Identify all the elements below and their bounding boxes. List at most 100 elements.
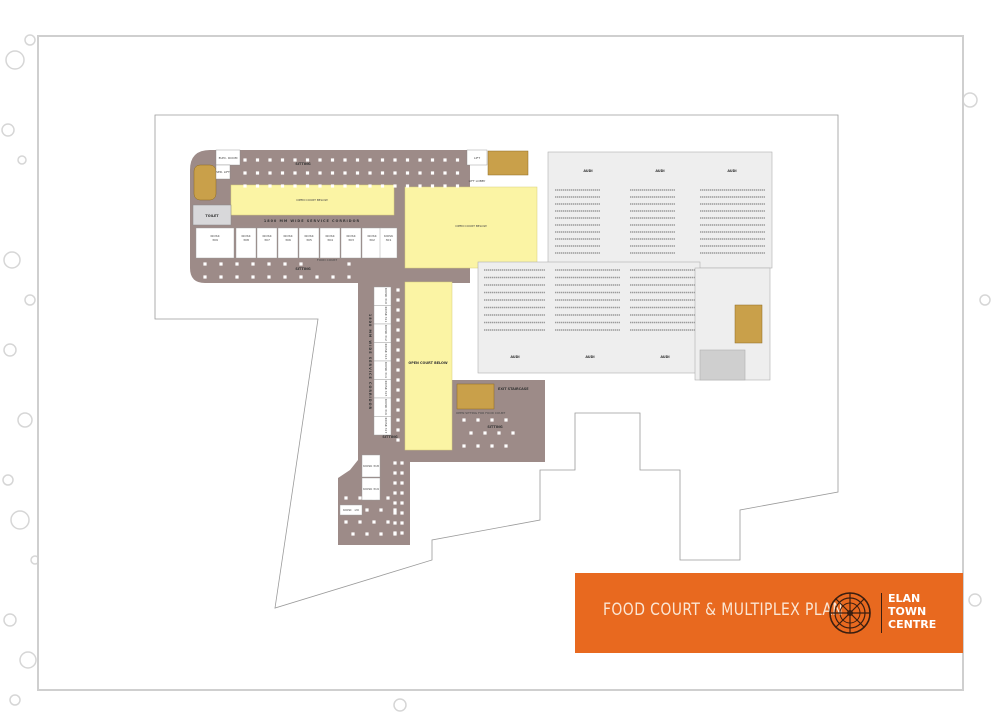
decorative-circle	[10, 510, 30, 530]
table	[267, 262, 271, 266]
decorative-circle	[17, 155, 27, 165]
table	[455, 184, 460, 188]
brand-name: ELAN TOWN CENTRE	[888, 592, 936, 631]
table	[443, 171, 447, 175]
kiosk: KIOSK 320	[339, 504, 363, 516]
table	[393, 511, 397, 515]
kiosk: KIOSK 315	[373, 379, 392, 399]
decorative-circle	[3, 343, 17, 357]
table	[396, 288, 400, 292]
table	[280, 158, 285, 162]
kiosk: KIOSK 313	[373, 342, 392, 362]
table	[462, 444, 466, 448]
lift	[466, 149, 488, 166]
elan-logo-icon	[829, 592, 871, 634]
table	[255, 158, 260, 162]
table	[396, 438, 400, 442]
title-banner: FOOD COURT & MULTIPLEX PLAN ELAN TOWN CE…	[575, 573, 963, 653]
kiosk: KIOSK 314	[373, 360, 392, 380]
table	[393, 481, 397, 485]
table	[283, 262, 287, 266]
table	[358, 520, 362, 524]
decorative-circle	[968, 593, 982, 607]
table	[305, 184, 310, 188]
table	[400, 501, 404, 505]
audi-label: AUDI	[655, 169, 664, 173]
table	[255, 171, 260, 175]
table	[255, 184, 260, 188]
table	[203, 262, 207, 266]
table	[396, 338, 400, 342]
table	[293, 171, 297, 175]
table	[365, 508, 369, 512]
svg-text:KIOSK 317: KIOSK 317	[384, 418, 388, 434]
table	[379, 532, 383, 536]
table	[355, 158, 360, 162]
table	[393, 508, 397, 512]
table	[393, 471, 397, 475]
table	[430, 184, 435, 188]
table	[430, 158, 435, 162]
table	[393, 158, 397, 162]
table	[400, 481, 404, 485]
logo-divider	[881, 593, 882, 633]
decorative-circle	[2, 474, 14, 486]
audi-label: AUDI	[727, 169, 736, 173]
lift-lobby-label: LIFT LOBBY	[469, 179, 486, 183]
table	[400, 461, 404, 465]
table	[393, 491, 397, 495]
kiosk: KIOSK 312	[373, 323, 392, 343]
table	[476, 444, 480, 448]
table	[293, 158, 297, 162]
table	[268, 171, 272, 175]
brand-word: TOWN	[888, 605, 927, 618]
table	[455, 171, 460, 175]
sitting-label: SITTING	[382, 435, 398, 439]
table	[405, 171, 410, 175]
table	[330, 184, 335, 188]
decorative-circle	[979, 294, 991, 306]
table	[280, 171, 285, 175]
service-lift-label: SER. LIFT	[216, 170, 230, 174]
table	[305, 158, 310, 162]
audi-label: AUDI	[585, 355, 594, 359]
table	[504, 418, 508, 422]
svg-text:KIOSK 311: KIOSK 311	[384, 307, 388, 323]
table	[405, 184, 410, 188]
table	[393, 461, 397, 465]
table	[372, 520, 376, 524]
exit-staircase	[456, 383, 495, 410]
lift-label: LIFT	[474, 156, 480, 160]
table	[330, 171, 335, 175]
table	[299, 262, 303, 266]
open-court-1-label: OPEN COURT BELOW	[296, 198, 327, 202]
svg-text:KIOSK 312: KIOSK 312	[384, 325, 388, 341]
open-court-2-label: OPEN COURT BELOW	[455, 224, 486, 228]
table	[393, 184, 397, 188]
table	[368, 158, 372, 162]
table	[386, 496, 390, 500]
table	[251, 262, 255, 266]
elec-room-label: ELEC. ROOM	[219, 156, 238, 160]
decorative-circle	[393, 698, 407, 712]
table	[396, 328, 400, 332]
table	[343, 158, 347, 162]
table	[268, 184, 272, 188]
food-court-label: FOOD COURT	[317, 258, 337, 262]
kiosk: KIOSK 311	[373, 305, 392, 325]
table	[396, 308, 400, 312]
table	[358, 496, 362, 500]
plan-title: FOOD COURT & MULTIPLEX PLAN	[603, 600, 844, 620]
table	[462, 418, 466, 422]
table	[418, 171, 422, 175]
